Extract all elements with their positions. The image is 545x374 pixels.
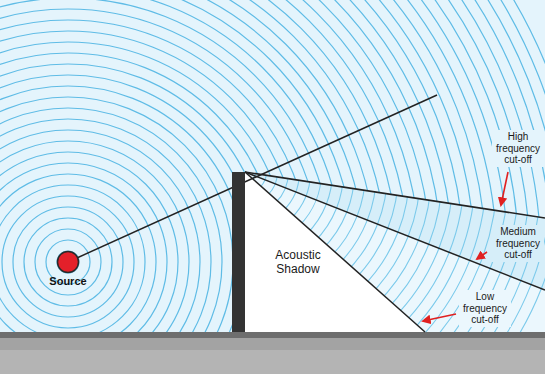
pointer-arrow	[501, 172, 508, 205]
pointer-arrow	[423, 314, 456, 321]
wave-ring	[57, 251, 79, 273]
wave-ring	[0, 174, 156, 350]
wave-ring	[0, 42, 288, 374]
cutoff-label: High frequency cut-off	[492, 130, 544, 167]
diffracted-ring	[0, 0, 497, 374]
wave-ring	[0, 0, 431, 374]
source-circle	[38, 250, 98, 274]
wave-ring	[0, 0, 464, 374]
diffracted-ring	[0, 0, 530, 374]
ground-edge	[0, 332, 545, 338]
diffracted-ring	[48, 0, 443, 369]
wave-ring	[0, 64, 266, 374]
diffracted-ring	[59, 0, 432, 358]
cutoff-label: Medium frequency cut-off	[492, 225, 544, 262]
source-dot	[58, 252, 79, 273]
barrier	[232, 172, 245, 332]
diffracted-ring	[26, 0, 465, 374]
diffracted-ring	[0, 0, 508, 374]
diffracted-ring	[15, 0, 476, 374]
region-label: Acoustic Shadow	[263, 248, 333, 278]
cutoff-label: Low frequency cut-off	[459, 290, 511, 327]
wave-ring	[2, 196, 134, 328]
diffracted-ring	[0, 0, 519, 374]
wave-ring	[0, 0, 442, 374]
wave-ring	[0, 185, 145, 339]
wave-ring	[13, 207, 123, 317]
wave-ring	[0, 53, 277, 374]
low-cutoff-line	[245, 172, 425, 332]
wave-ring	[0, 0, 475, 374]
wave-ring	[0, 163, 167, 361]
ground-lower	[0, 350, 545, 374]
source-point: Source	[38, 250, 98, 287]
diffracted-ring	[37, 0, 454, 374]
medium-cutoff-line	[245, 172, 545, 290]
wave-ring	[0, 0, 453, 374]
pointer-arrow	[477, 252, 487, 259]
wave-ring	[0, 75, 255, 374]
ground	[0, 332, 545, 374]
wave-ring	[0, 0, 519, 374]
low-zone	[245, 172, 545, 332]
wave-ring	[0, 86, 244, 374]
diffracted-ring	[4, 0, 487, 374]
source-label: Source	[38, 275, 98, 287]
wave-ring	[24, 218, 112, 306]
wave-ring	[35, 229, 101, 295]
